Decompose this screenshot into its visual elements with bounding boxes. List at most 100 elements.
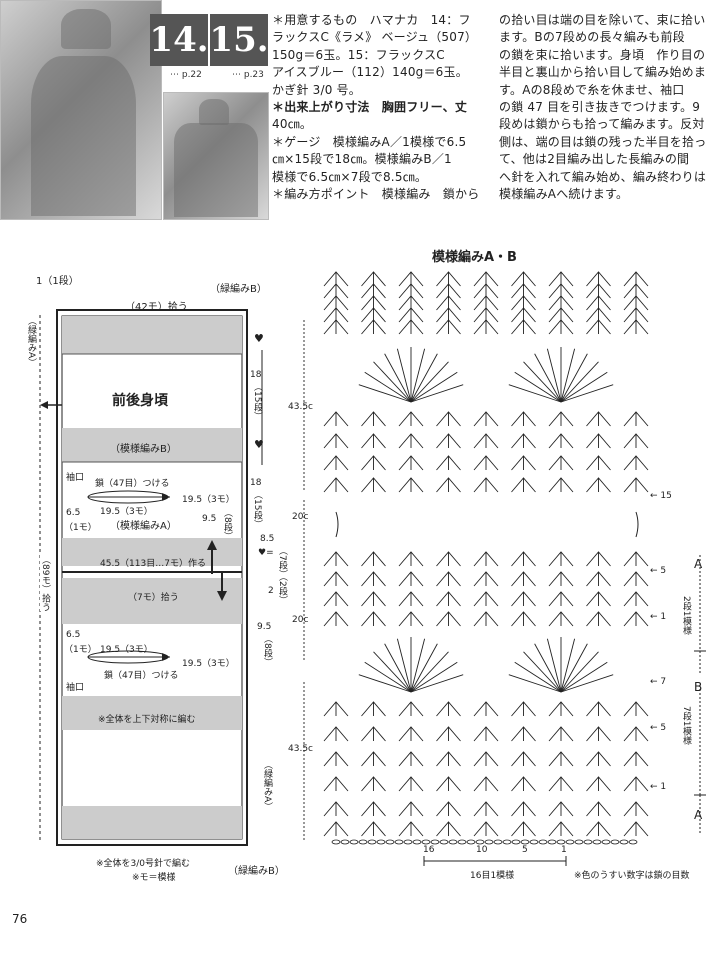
chain-stitch: [385, 839, 395, 845]
label-A2: A: [694, 808, 703, 822]
chain-stitch: [538, 839, 548, 845]
v-stitch: [323, 455, 349, 471]
v-stitch: [548, 571, 574, 587]
symmetric-note: ※全体を上下対称に編む: [98, 715, 196, 725]
v-stitch: [398, 726, 424, 742]
total-pick-label: （89モ）拾う: [40, 555, 50, 612]
svg-text:♥: ♥: [254, 438, 264, 451]
fan-stitch: [396, 348, 412, 403]
page-ref-14: ⋯ p.22: [170, 70, 202, 80]
v-stitch: [548, 319, 574, 335]
pick-7-label: （7モ）拾う: [128, 593, 179, 603]
stitch-16: 16: [423, 845, 435, 855]
fan-stitch: [364, 371, 412, 403]
v-stitch: [548, 751, 574, 767]
v-stitch: [548, 477, 574, 493]
top-pick-label: （42モ）拾う: [125, 302, 188, 313]
fan-stitch: [523, 361, 562, 403]
v-stitch: [473, 821, 499, 837]
v-stitch: [623, 726, 649, 742]
label-B: B: [694, 680, 703, 694]
fan-stitch: [560, 638, 576, 693]
photo-model-back: [163, 92, 269, 220]
schematic-frame: ♥ ♥: [39, 309, 264, 846]
v-stitch: [361, 751, 386, 767]
v-stitch: [473, 477, 499, 493]
v-stitch: [436, 571, 461, 587]
fan-stitch: [560, 384, 614, 403]
v-stitch: [548, 821, 574, 837]
fan-stitch: [508, 674, 562, 693]
sleeve-label-bottom: 袖口: [66, 683, 85, 693]
instr-line: 模様で6.5㎝×7段で8.5㎝。: [272, 169, 428, 184]
fan-stitch: [410, 353, 438, 403]
chain-stitch: [502, 839, 512, 845]
v-stitch: [323, 801, 349, 817]
chain-stitch: [475, 839, 485, 845]
dim-bottom: 43.5c: [288, 744, 313, 754]
chain-stitch: [439, 839, 449, 845]
note-mo: ※モ＝模様: [132, 873, 176, 883]
v-stitch: [361, 611, 386, 627]
v-stitch: [361, 551, 386, 567]
instr-line: ㎝×15段で18㎝。模様編みB／1: [272, 152, 452, 167]
v-stitch: [473, 433, 499, 449]
page-ref-15: ⋯ p.23: [232, 70, 264, 80]
v-stitch: [361, 319, 386, 335]
dim-6-5-top: 6.5: [66, 508, 81, 518]
v-stitch: [623, 455, 649, 471]
v-stitch: [586, 821, 611, 837]
repeat-brackets: [694, 555, 706, 835]
v-stitch: [436, 319, 461, 335]
row-1a: ← 1: [650, 612, 667, 622]
v-stitch: [586, 433, 611, 449]
v-stitch: [398, 477, 424, 493]
chain-stitch: [520, 839, 530, 845]
v-stitch: [323, 551, 349, 567]
note-needle: ※全体を3/0号針で編む: [96, 859, 191, 869]
instr-line: ＊用意するもの ハマナカ 14：フ: [272, 13, 471, 27]
instr-line: 段めは鎖からも拾って編みます。反対: [499, 117, 705, 132]
dim-18-b: 18: [250, 478, 262, 488]
dim-2dan: （2段）: [277, 572, 287, 605]
v-stitch: [586, 776, 611, 792]
v-stitch: [623, 411, 649, 427]
instr-line: 側は、端の目は鎖の残った半目を拾っ: [499, 134, 707, 149]
stitch-1: 1: [561, 845, 567, 855]
v-stitch: [473, 591, 499, 607]
v-stitch: [586, 591, 611, 607]
fan-stitch: [410, 661, 458, 693]
fan-stitch: [508, 384, 562, 403]
v-stitch: [361, 821, 386, 837]
chain-stitch: [421, 839, 431, 845]
v-stitch: [436, 801, 461, 817]
v-stitch: [548, 776, 574, 792]
chain-stitch: [430, 839, 440, 845]
fan-stitch: [514, 371, 562, 403]
v-stitch: [511, 776, 536, 792]
v-stitch: [398, 801, 424, 817]
fan-stitch: [358, 674, 412, 693]
body-label: 前後身頃: [112, 393, 168, 409]
left-edge-bottom-label: （緑編みA）: [262, 760, 272, 812]
sleeve-label-top: 袖口: [66, 473, 85, 483]
v-stitch: [323, 411, 349, 427]
v-stitch: [586, 411, 611, 427]
row-1b: ← 1: [650, 782, 667, 792]
v-stitch: [548, 551, 574, 567]
v-stitch: [436, 433, 461, 449]
v-stitch: [473, 751, 499, 767]
chain-stitch: [493, 839, 503, 845]
fan-stitch: [560, 371, 608, 403]
v-stitch: [623, 776, 649, 792]
label-A: A: [694, 557, 703, 571]
v-stitch: [361, 801, 386, 817]
chain-stitch: [349, 839, 359, 845]
v-stitch: [361, 726, 386, 742]
dim-15dan-b: （15段）: [252, 490, 262, 529]
v-stitch: [473, 611, 499, 627]
v-stitch: [623, 701, 649, 717]
fan-stitch: [560, 674, 614, 693]
v-stitch: [323, 319, 349, 335]
chain-stitch: [583, 839, 593, 845]
